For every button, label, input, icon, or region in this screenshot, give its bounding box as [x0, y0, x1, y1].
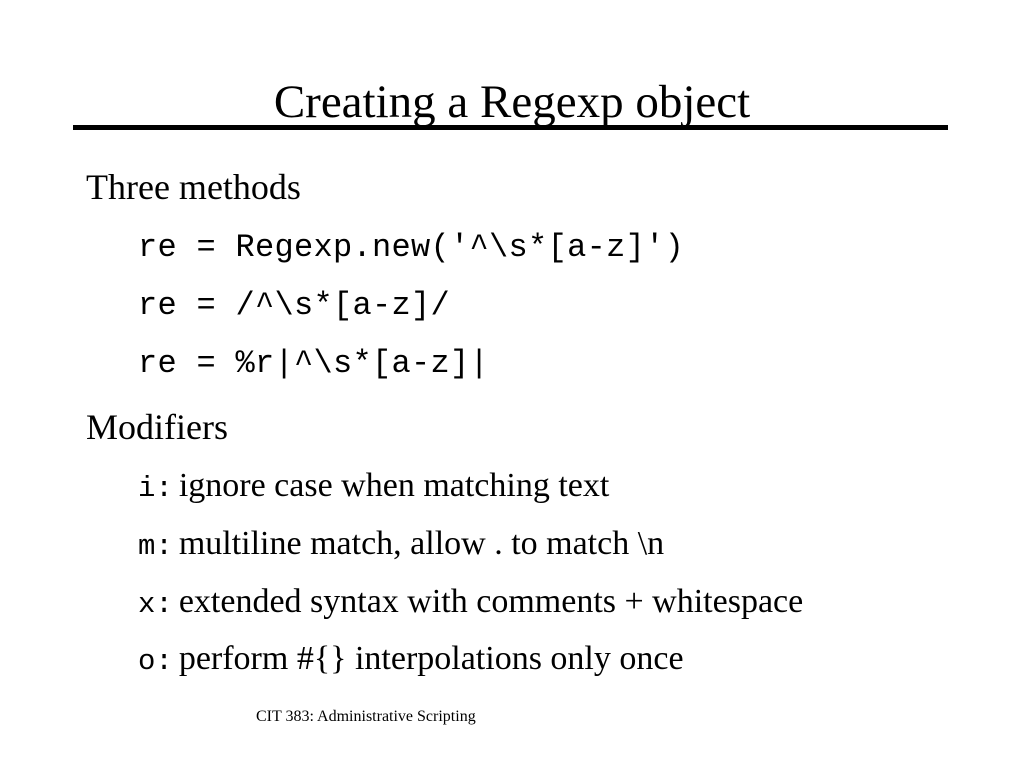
modifier-item-m: m:multiline match, allow . to match \n — [138, 525, 664, 569]
modifier-item-o: o:perform #{} interpolations only once — [138, 640, 684, 684]
section-heading-three-methods: Three methods — [86, 167, 301, 207]
code-line-slash-literal: re = /^\s*[a-z]/ — [138, 287, 451, 324]
slide-footer: CIT 383: Administrative Scripting — [256, 708, 476, 725]
modifier-description-m: multiline match, allow . to match \n — [178, 525, 665, 562]
modifier-description-o: perform #{} interpolations only once — [178, 640, 684, 677]
modifier-key-o: o: — [138, 645, 173, 678]
modifier-description-i: ignore case when matching text — [178, 467, 610, 504]
modifier-key-m: m: — [138, 530, 173, 563]
section-heading-modifiers: Modifiers — [86, 407, 228, 447]
title-divider — [73, 125, 948, 130]
code-line-percent-r-literal: re = %r|^\s*[a-z]| — [138, 345, 490, 382]
modifier-item-x: x:extended syntax with comments + whites… — [138, 583, 803, 627]
modifier-item-i: i:ignore case when matching text — [138, 467, 609, 511]
modifier-key-i: i: — [138, 472, 173, 505]
page-title: Creating a Regexp object — [273, 76, 751, 129]
code-line-regexp-new: re = Regexp.new('^\s*[a-z]') — [138, 229, 685, 266]
modifier-key-x: x: — [138, 588, 173, 621]
modifier-description-x: extended syntax with comments + whitespa… — [178, 583, 804, 620]
